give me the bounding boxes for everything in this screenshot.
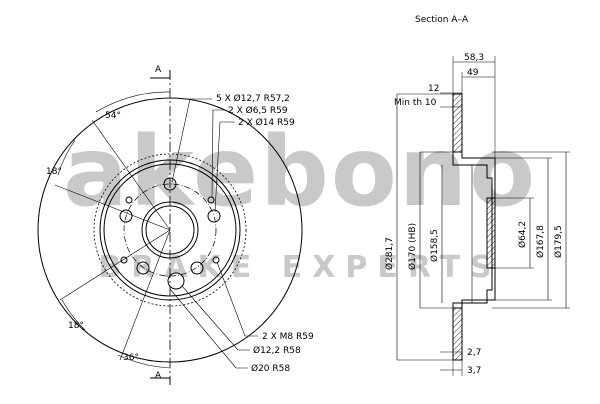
hub-circle-outer — [99, 159, 241, 301]
angle-line — [119, 229, 171, 361]
angle-arc — [57, 139, 76, 176]
callout-threaded-holes: 2 X M8 R59 — [262, 332, 314, 342]
small-hole — [125, 196, 133, 204]
section-arrow-top — [150, 70, 171, 79]
bolt-circle — [123, 183, 217, 277]
angle-label-18-bottom: 18° — [68, 321, 84, 331]
dim-diameter-158: Ø158,5 — [429, 229, 440, 262]
threaded-hole — [120, 256, 128, 264]
dim-min-thickness: Min th 10 — [394, 98, 437, 108]
leader-line — [171, 98, 212, 183]
bolt-hole — [190, 261, 204, 275]
angle-line — [54, 184, 171, 231]
callout-large-holes: 2 X Ø14 R59 — [238, 117, 295, 128]
angle-label-36: 36° — [123, 353, 139, 363]
angle-label-54: 54° — [105, 111, 121, 121]
threaded-hole — [212, 256, 220, 264]
bolt-hole — [136, 261, 150, 275]
hub-circle-inner — [103, 163, 237, 297]
pilot-hole — [167, 272, 185, 290]
hub-face-hatch — [486, 197, 496, 269]
section-view — [396, 56, 570, 376]
front-view — [37, 70, 303, 385]
callout-pilot-outer: Ø20 R58 — [251, 363, 290, 374]
section-view-labels: Section A–A 58,3 49 12 Min th 10 Ø281,7 … — [384, 15, 564, 376]
angle-arc — [117, 354, 171, 369]
watermark-brand: akebono — [63, 116, 537, 228]
disc-outer-circle — [37, 97, 303, 363]
callout-pilot-hole: Ø12,2 R58 — [253, 345, 301, 356]
angle-arc — [95, 91, 171, 113]
dim-diameter-64: Ø64,2 — [517, 221, 528, 248]
leader-line — [216, 261, 258, 337]
bolt-hole — [207, 209, 221, 223]
bolt-hole — [163, 177, 177, 191]
leader-line — [214, 121, 235, 213]
section-title: Section A–A — [415, 15, 469, 25]
dim-diameter-281: Ø281,7 — [384, 237, 395, 270]
dim-diameter-179: Ø179,5 — [553, 225, 564, 258]
callout-small-holes: 2 X Ø6,5 R59 — [228, 105, 288, 116]
angle-arc — [61, 299, 86, 331]
angle-label-18-top: 18° — [46, 167, 62, 177]
dim-49: 49 — [467, 68, 479, 78]
center-bore-inner — [145, 205, 195, 255]
dim-58-3: 58,3 — [464, 53, 484, 63]
front-view-labels: A A 54° 18° 18° 36° 5 X Ø12,7 R57,2 2 X … — [46, 65, 314, 381]
leader-line — [181, 285, 250, 351]
watermark-tagline: BRAKE EXPERTS — [98, 250, 501, 285]
angle-line — [59, 229, 171, 301]
leader-line — [169, 288, 248, 369]
dim-12: 12 — [428, 84, 439, 94]
section-label-top: A — [155, 65, 162, 75]
hat-circle — [93, 153, 247, 307]
dim-3-7: 3,7 — [467, 366, 481, 376]
small-hole — [207, 196, 215, 204]
bolt-hole — [119, 209, 133, 223]
dim-diameter-170: Ø170 (HB) — [407, 223, 418, 270]
friction-ring-top — [452, 93, 463, 153]
dim-diameter-167: Ø167,8 — [535, 225, 546, 258]
callout-bolt-holes: 5 X Ø12,7 R57,2 — [216, 93, 290, 104]
leader-line — [211, 109, 225, 198]
section-arrow-bottom — [150, 377, 171, 385]
dim-2-7: 2,7 — [467, 348, 481, 358]
watermark: akebono BRAKE EXPERTS — [63, 116, 537, 285]
angle-line — [91, 119, 171, 231]
section-label-bottom: A — [155, 371, 162, 381]
friction-ring-bottom — [452, 307, 463, 361]
center-bore — [141, 201, 199, 259]
